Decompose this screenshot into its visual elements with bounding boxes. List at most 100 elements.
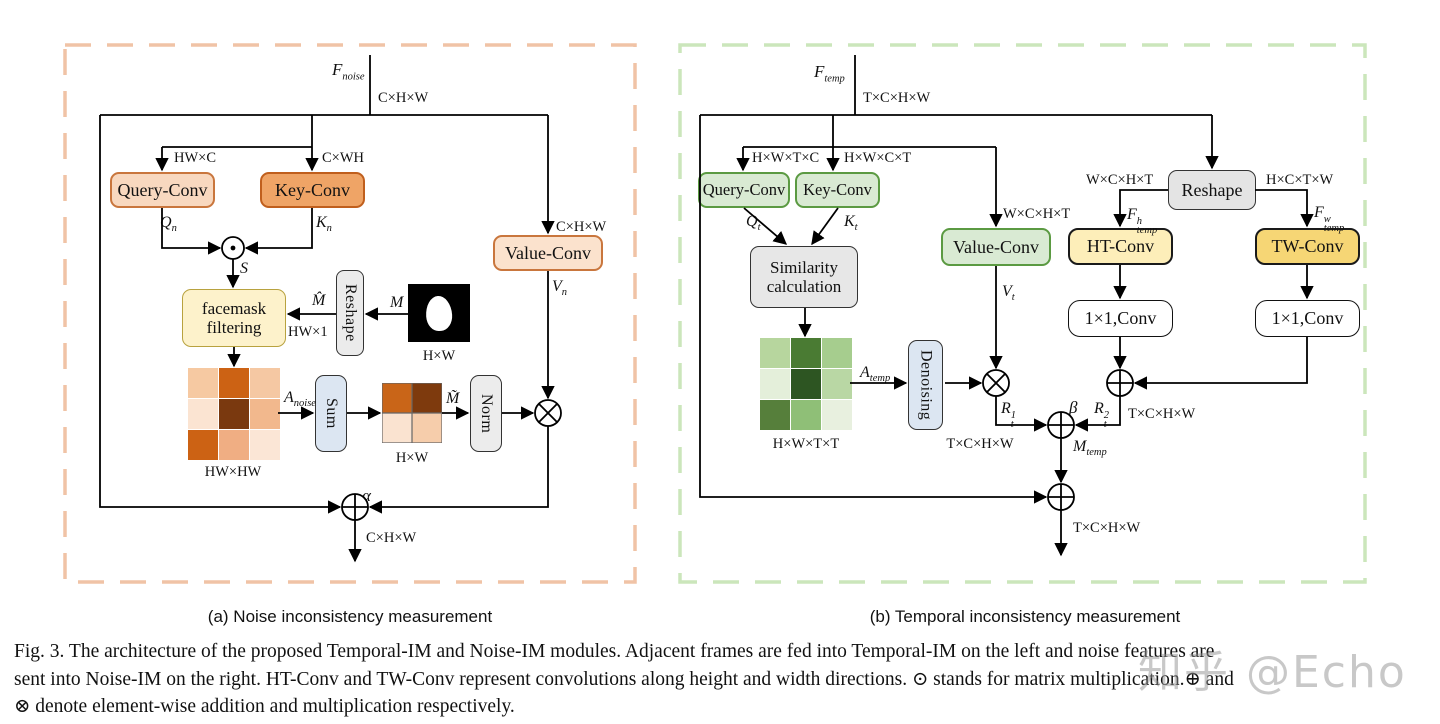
dim-a-summed: H×W <box>395 450 429 466</box>
attention-heatmap-hwtt <box>760 338 852 430</box>
label-m-tilde: M̃ <box>446 390 460 407</box>
key-conv-label-b: Key-Conv <box>803 179 872 199</box>
heatmap-cell <box>188 430 218 460</box>
sum-box: Sum <box>315 375 347 452</box>
heatmap-cell <box>791 338 821 368</box>
label-m: M <box>390 294 404 311</box>
tw-conv-box: TW-Conv <box>1255 228 1360 265</box>
denoising-box: Denoising <box>908 340 943 430</box>
norm-box: Norm <box>470 375 502 452</box>
figure-caption-line2: sent into Noise-IM on the right. HT-Conv… <box>14 668 1234 690</box>
label-qn: Qn <box>160 214 177 235</box>
dim-b-key-in: H×W×C×T <box>844 150 912 166</box>
reshape-label-a: Reshape <box>341 284 359 342</box>
value-conv-box-b: Value-Conv <box>941 228 1051 266</box>
facemask-label-line1: facemask <box>201 298 267 318</box>
similarity-label-line2: calculation <box>766 277 842 296</box>
conv1x1-box-ht: 1×1,Conv <box>1068 300 1173 337</box>
heatmap-cell <box>791 369 821 399</box>
dim-a-query-in: HW×C <box>174 150 217 166</box>
heatmap-cell <box>760 369 790 399</box>
add-symbol-r2 <box>1106 369 1134 397</box>
dim-b-r2: T×C×H×W <box>1128 406 1196 422</box>
query-conv-box-b: Query-Conv <box>698 172 790 208</box>
dim-b-reshape-w: H×C×T×W <box>1266 172 1334 188</box>
watermark: 知乎 @Echo <box>1138 647 1407 698</box>
value-conv-label-b: Value-Conv <box>953 236 1039 257</box>
ht-conv-box: HT-Conv <box>1068 228 1173 265</box>
similarity-calculation-box: Similarity calculation <box>750 246 858 308</box>
sum-label: Sum <box>322 398 340 429</box>
attention-heatmap-hwxhw <box>188 368 280 460</box>
label-alpha: α <box>362 486 371 505</box>
tw-conv-label: TW-Conv <box>1271 236 1344 257</box>
ht-conv-label: HT-Conv <box>1086 236 1155 257</box>
similarity-label-line1: Similarity <box>770 257 838 277</box>
key-conv-label-a: Key-Conv <box>275 179 350 200</box>
label-kn: Kn <box>316 214 332 235</box>
heatmap-cell <box>822 369 852 399</box>
heatmap-cell <box>412 413 442 443</box>
multiply-symbol-b <box>982 369 1010 397</box>
heatmap-cell <box>219 368 249 398</box>
label-vn: Vn <box>552 278 568 299</box>
figure-caption-line3: ⊗ denote element-wise addition and multi… <box>14 696 515 717</box>
heatmap-cell <box>219 399 249 429</box>
key-conv-box-b: Key-Conv <box>795 172 880 208</box>
value-conv-box-a: Value-Conv <box>493 235 603 271</box>
label-qt: Qt <box>746 213 761 234</box>
dim-b-reshape-h: W×C×H×T <box>1086 172 1154 188</box>
conv1x1-label-tw: 1×1,Conv <box>1271 308 1344 329</box>
face-mask-image <box>408 284 470 342</box>
label-s: S <box>240 260 248 277</box>
summed-map-hxw <box>382 383 442 443</box>
figure-caption: Fig. 3. The architecture of the proposed… <box>14 638 1428 721</box>
heatmap-cell <box>822 400 852 430</box>
dim-a-out: C×H×W <box>366 530 417 546</box>
label-kt: Kt <box>844 213 858 234</box>
denoising-label: Denoising <box>917 349 935 421</box>
dim-b-top: T×C×H×W <box>863 90 931 106</box>
add-symbol-final <box>1047 483 1075 511</box>
dim-a-mask: H×W <box>422 348 456 364</box>
heatmap-cell <box>412 383 442 413</box>
reshape-box-b: Reshape <box>1168 170 1256 210</box>
facemask-filtering-box: facemask filtering <box>182 289 286 347</box>
query-conv-label-b: Query-Conv <box>702 179 786 199</box>
label-m-hat: M̂ <box>312 292 326 309</box>
label-a-temp: Atemp <box>860 364 891 385</box>
label-f-temp: Ftemp <box>814 62 845 85</box>
label-a-noise: Anoise <box>284 389 316 410</box>
matmul-symbol-a <box>221 236 245 260</box>
norm-label: Norm <box>477 393 495 434</box>
label-m-temp: Mtemp <box>1073 438 1107 459</box>
heatmap-cell <box>760 338 790 368</box>
heatmap-cell <box>188 399 218 429</box>
conv1x1-box-tw: 1×1,Conv <box>1255 300 1360 337</box>
heatmap-cell <box>219 430 249 460</box>
value-conv-label-a: Value-Conv <box>505 242 591 263</box>
caption-panel-b: (b) Temporal inconsistency measurement <box>869 607 1181 626</box>
dim-b-query-in: H×W×T×C <box>752 150 820 166</box>
query-conv-box-a: Query-Conv <box>110 172 215 208</box>
dim-b-out: T×C×H×W <box>1073 520 1141 536</box>
reshape-label-b: Reshape <box>1181 179 1243 200</box>
dim-a-value-in: C×H×W <box>556 219 607 235</box>
label-f-noise: Fnoise <box>332 60 365 83</box>
dim-b-attn: H×W×T×T <box>772 436 840 452</box>
heatmap-cell <box>760 400 790 430</box>
heatmap-cell <box>382 383 412 413</box>
heatmap-cell <box>250 430 280 460</box>
heatmap-cell <box>382 413 412 443</box>
dim-b-r1: T×C×H×W <box>946 436 1014 452</box>
face-mask-oval <box>424 294 454 332</box>
dim-a-key-in: C×WH <box>322 150 365 166</box>
facemask-label-line2: filtering <box>206 318 262 337</box>
dim-b-value-in: W×C×H×T <box>1003 206 1071 222</box>
label-vt: Vt <box>1002 283 1015 304</box>
conv1x1-label-ht: 1×1,Conv <box>1084 308 1157 329</box>
